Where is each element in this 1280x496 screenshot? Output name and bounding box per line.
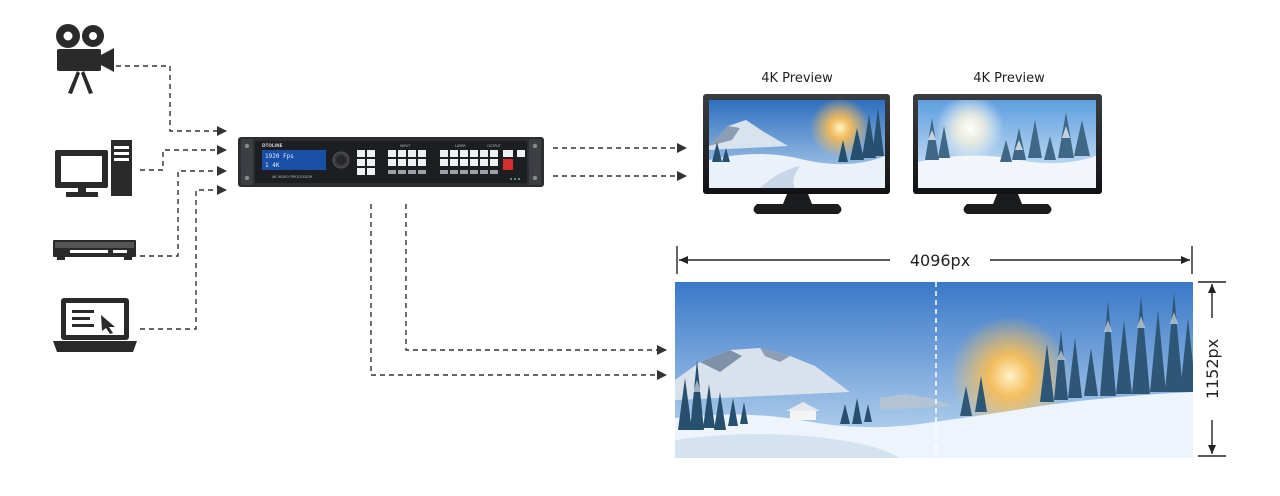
height-dimension: 1152px — [1198, 281, 1226, 457]
video-camera-icon — [56, 24, 114, 94]
preview-monitor-1 — [703, 94, 890, 214]
media-player-icon — [53, 240, 136, 260]
input-line-pc — [140, 145, 227, 171]
device-brand: DTOLINE — [262, 143, 283, 148]
output-line-wall-2 — [370, 204, 667, 380]
laptop-icon — [53, 298, 137, 352]
device-screen-line2: 1 4K — [265, 162, 280, 169]
height-label: 1152px — [1203, 339, 1222, 399]
output-line-wall-1 — [405, 204, 667, 355]
panel-label-output: OUTPUT — [487, 144, 502, 148]
device-take-button[interactable] — [503, 159, 513, 170]
device-screen-line1: 1920 Fps — [265, 153, 294, 160]
desktop-computer-icon — [55, 140, 132, 197]
panel-label-input: INPUT — [400, 144, 411, 148]
preview-label-2: 4K Preview — [973, 71, 1045, 86]
preview-monitor-2 — [913, 94, 1102, 214]
video-processor-device: DTOLINE 1920 Fps 1 4K 4K VIDEO PROCESSOR… — [238, 137, 544, 187]
led-wall-display — [675, 282, 1193, 458]
device-model: 4K VIDEO PROCESSOR — [272, 175, 313, 179]
input-line-camera — [116, 65, 227, 136]
width-dimension: 4096px — [676, 246, 1193, 274]
device-screen — [262, 150, 326, 170]
preview-label-1: 4K Preview — [761, 71, 833, 86]
input-line-laptop — [140, 185, 227, 330]
panel-label-layer: LAYER — [455, 144, 466, 148]
input-line-player — [140, 166, 227, 257]
width-label: 4096px — [910, 251, 970, 270]
